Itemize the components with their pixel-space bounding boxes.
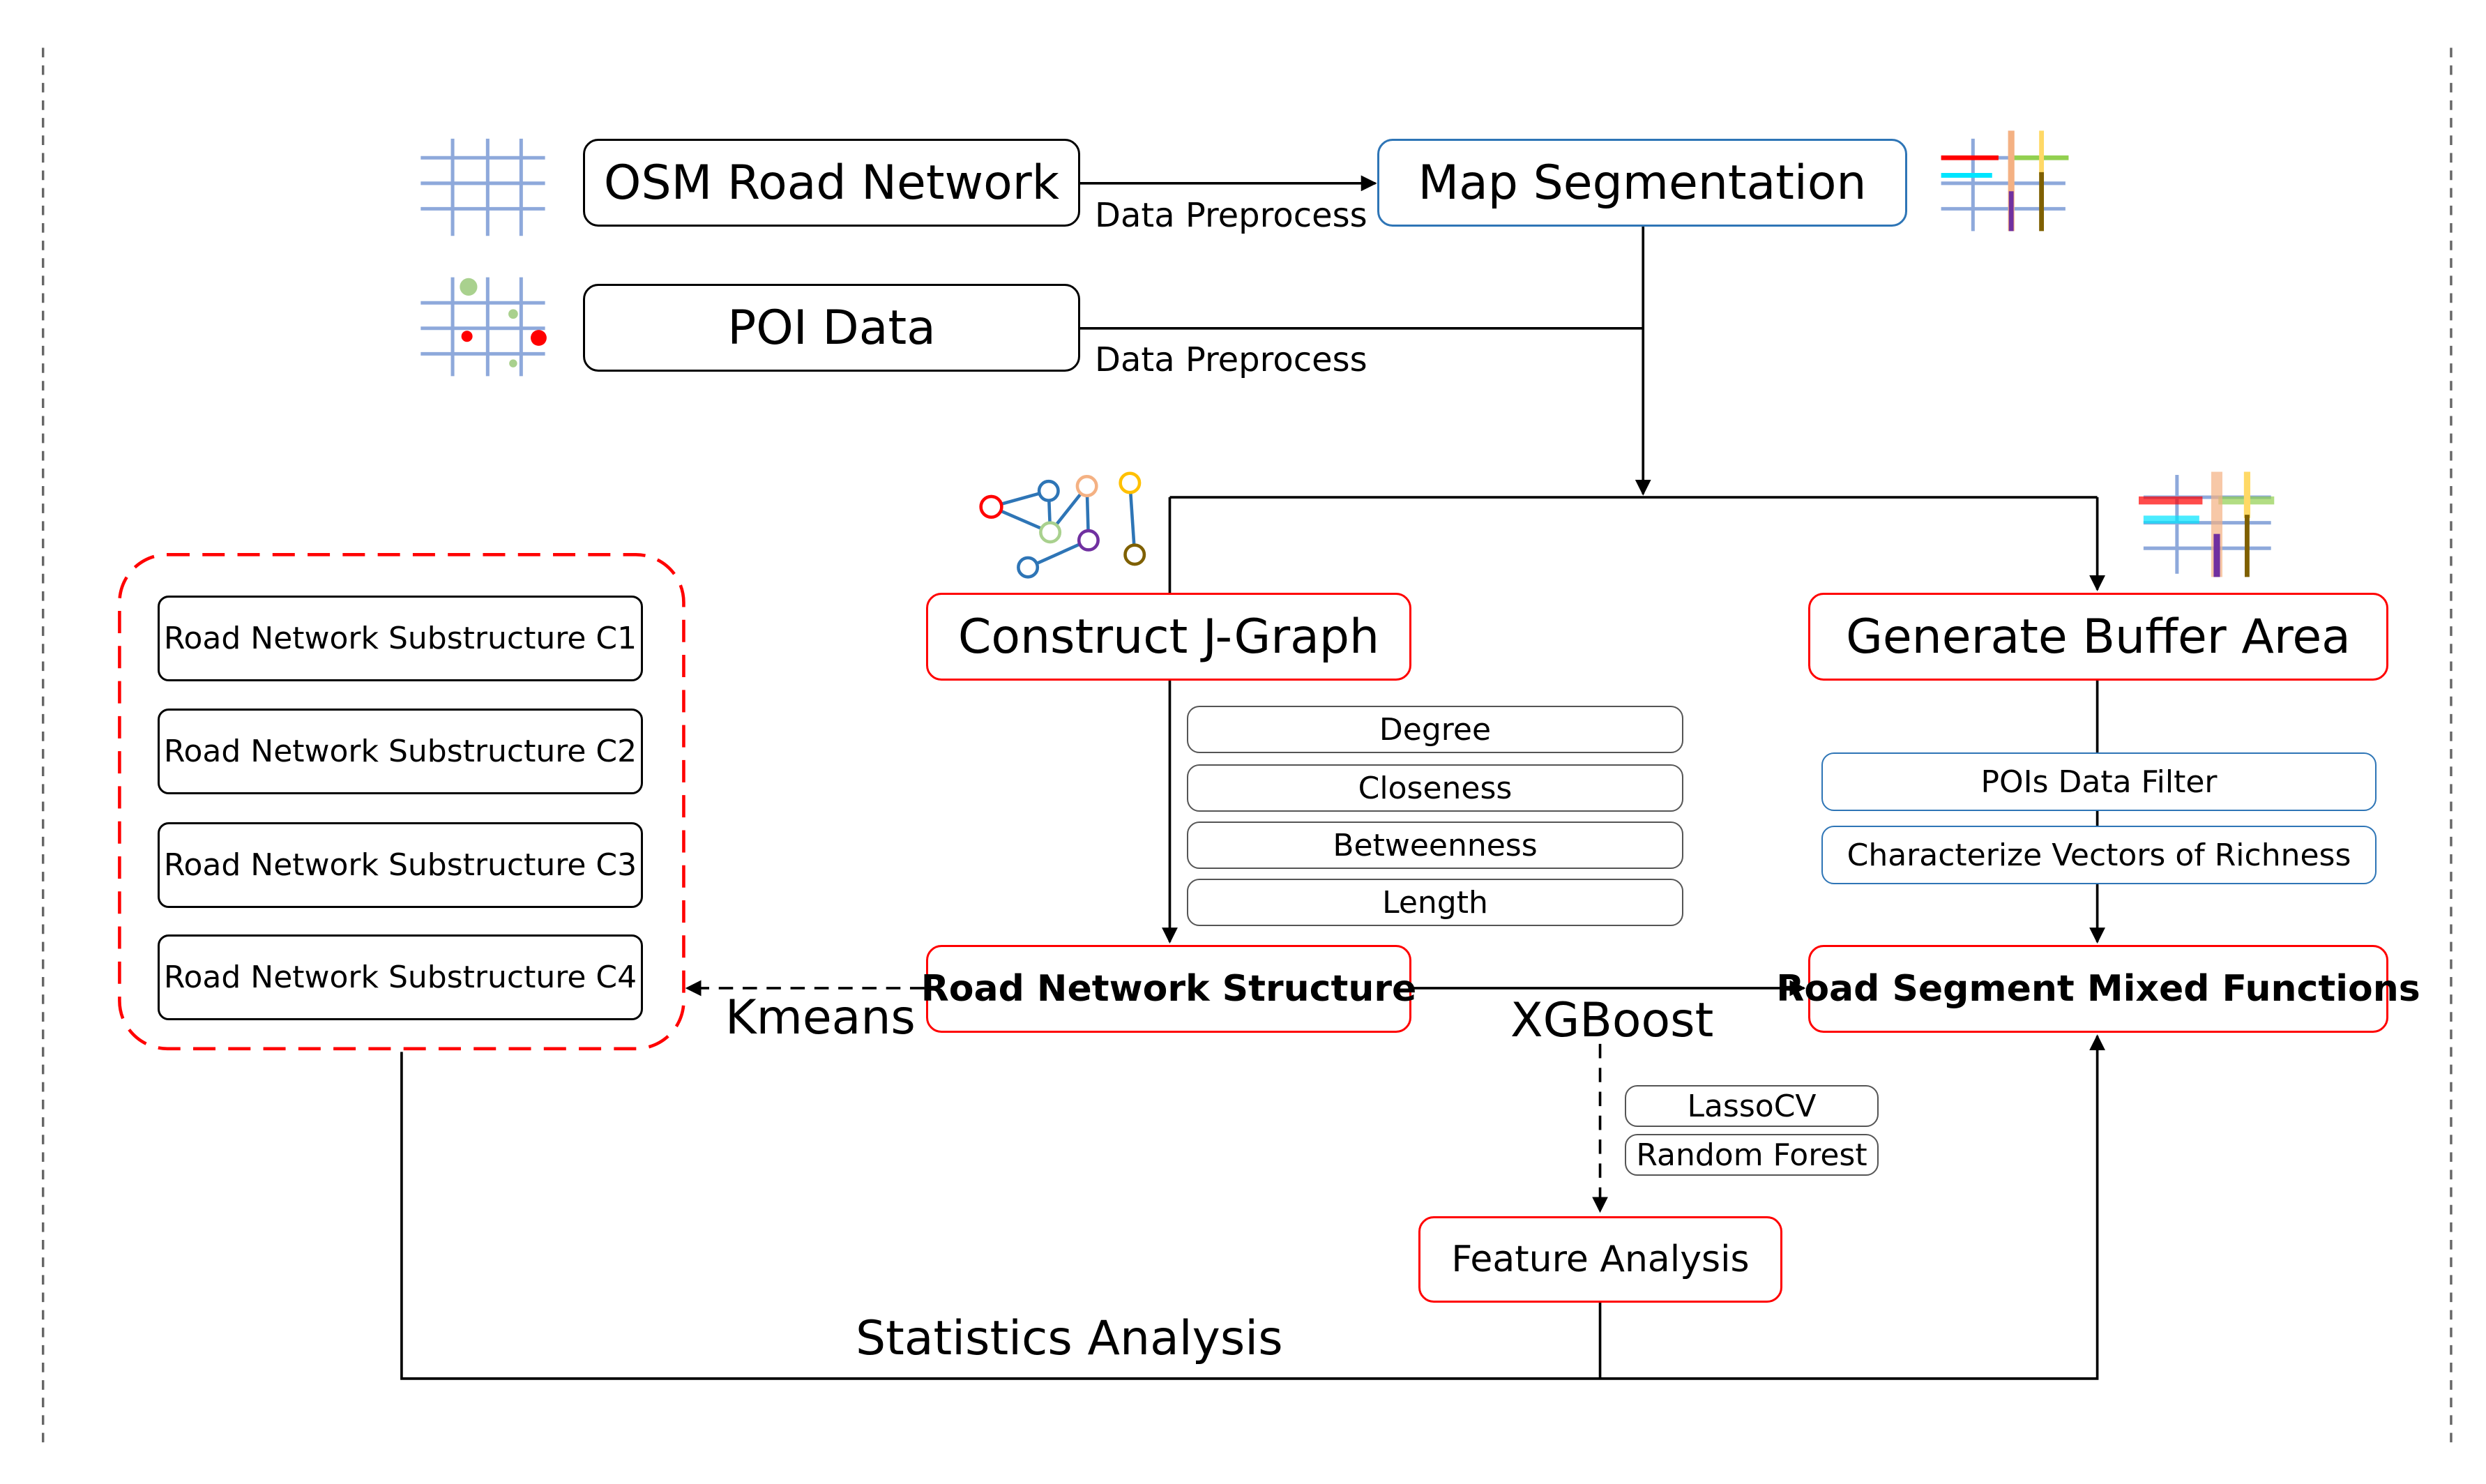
road-grid-icon xyxy=(420,138,545,236)
poi-data-box: POI Data xyxy=(583,284,1080,372)
statistics-analysis-label: Statistics Analysis xyxy=(856,1311,1283,1366)
graph-network-icon xyxy=(979,471,1146,579)
substructure-c4: Road Network Substructure C4 xyxy=(158,934,643,1020)
substructure-c1: Road Network Substructure C1 xyxy=(158,596,643,681)
pois-data-filter-box: POIs Data Filter xyxy=(1821,752,2377,811)
poi-map-icon xyxy=(420,277,547,377)
characterize-vectors-box: Characterize Vectors of Richness xyxy=(1821,826,2377,884)
model-lassocv: LassoCV xyxy=(1625,1085,1879,1127)
buffer-grid-icon xyxy=(2139,471,2275,577)
road-network-structure-box: Road Network Structure xyxy=(921,945,1416,1033)
model-random-forest: Random Forest xyxy=(1625,1134,1879,1176)
metric-degree: Degree xyxy=(1187,706,1683,753)
osm-road-network-box: OSM Road Network xyxy=(583,139,1080,227)
segmented-grid-icon xyxy=(1941,130,2069,232)
arrow-statistics-loop xyxy=(400,1034,2106,1380)
road-segment-mixed-functions-box: Road Segment Mixed Functions xyxy=(1776,945,2420,1033)
metric-closeness: Closeness xyxy=(1187,764,1683,812)
construct-jgraph-box: Construct J-Graph xyxy=(926,593,1411,681)
feature-analysis-box: Feature Analysis xyxy=(1418,1216,1782,1303)
metric-betweenness: Betweenness xyxy=(1187,821,1683,869)
substructure-c3: Road Network Substructure C3 xyxy=(158,822,643,908)
cluster-frame xyxy=(118,553,685,1051)
map-segmentation-box: Map Segmentation xyxy=(1377,139,1907,227)
data-preprocess-label-2: Data Preprocess xyxy=(1095,340,1367,379)
data-preprocess-label-1: Data Preprocess xyxy=(1095,196,1367,235)
generate-buffer-area-box: Generate Buffer Area xyxy=(1808,593,2388,681)
kmeans-label: Kmeans xyxy=(725,990,916,1045)
substructure-c2: Road Network Substructure C2 xyxy=(158,709,643,794)
metric-length: Length xyxy=(1187,879,1683,926)
xgboost-label: XGBoost xyxy=(1510,993,1714,1048)
